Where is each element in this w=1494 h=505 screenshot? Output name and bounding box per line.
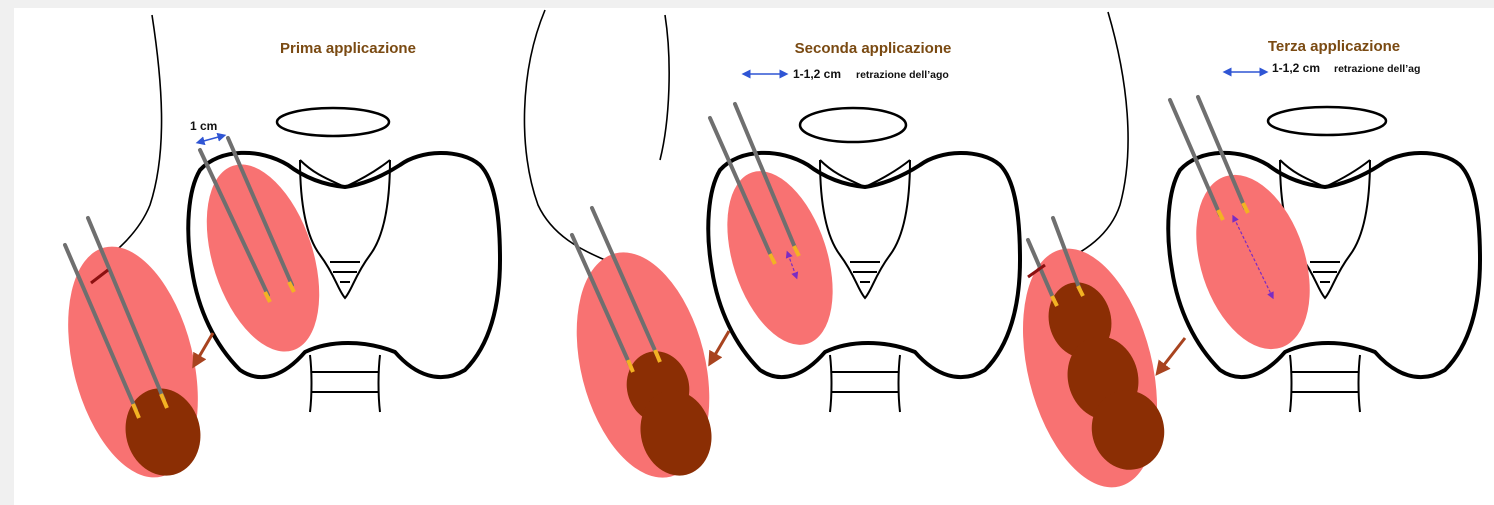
hyoid-ring <box>1268 107 1386 135</box>
zoom-arrow <box>712 331 729 360</box>
retraction-amount: 1-1,2 cm <box>1272 61 1320 75</box>
panel-3: Terza applicazione 1-1,2 cm retrazione d… <box>1000 12 1480 501</box>
panel-3-title: Terza applicazione <box>1268 38 1400 55</box>
retraction-text: retrazione dell’ago <box>856 69 949 81</box>
spacing-arrow <box>200 136 222 142</box>
neck-outline <box>1055 12 1128 265</box>
magnified-nodule <box>555 208 731 492</box>
spacing-label: 1 cm <box>190 119 217 133</box>
panel-2-title: Seconda applicazione <box>795 40 952 57</box>
panel-1-title: Prima applicazione <box>280 40 416 57</box>
hyoid-ring <box>277 108 389 136</box>
neck-outline <box>90 15 162 272</box>
retraction-text: retrazione dell’ag <box>1334 63 1420 75</box>
magnified-nodule <box>1000 218 1179 501</box>
hyoid-ring <box>800 108 906 142</box>
retraction-amount: 1-1,2 cm <box>793 67 841 81</box>
zoom-arrow <box>1160 338 1185 370</box>
panel-1: Prima applicazione 1 cm <box>46 15 500 491</box>
panel-2: Seconda applicazione 1-1,2 cm retrazione… <box>524 10 1020 492</box>
zoom-arrow <box>196 333 213 362</box>
neck-outline <box>660 15 669 160</box>
